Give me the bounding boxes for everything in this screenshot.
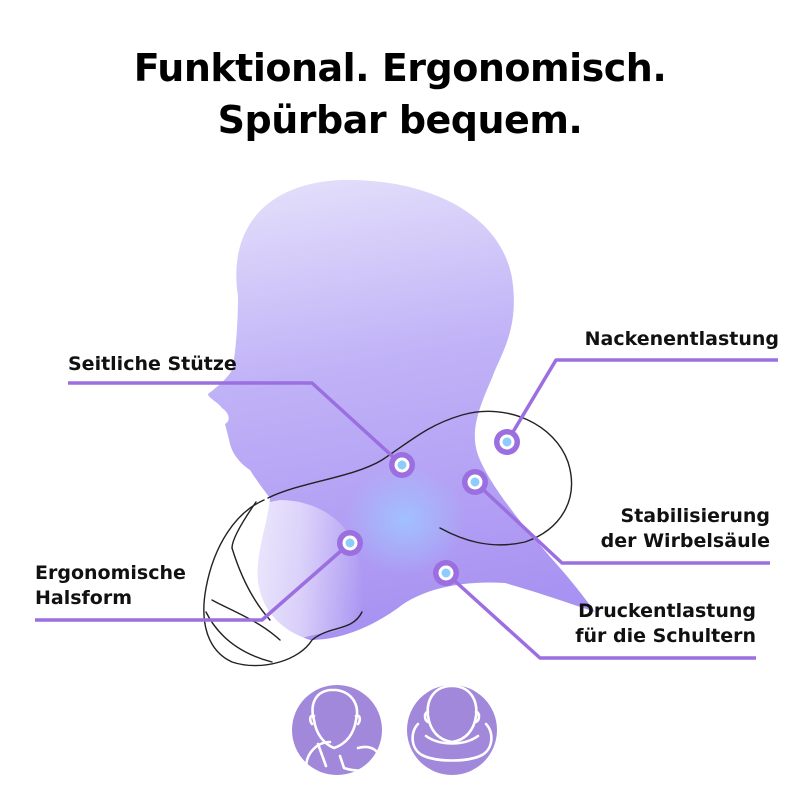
callout-nackenentlastung-line-1: Nackenentlastung — [584, 328, 779, 350]
marker-seitliche-stuetze — [389, 452, 415, 478]
connector-seitliche-stuetze — [68, 381, 404, 467]
callout-seitliche-stuetze: Seitliche Stütze — [68, 352, 237, 377]
callout-markers — [337, 429, 520, 586]
callout-stabilisierung-line-2: der Wirbelsäule — [600, 530, 770, 552]
callout-connectors — [35, 358, 778, 660]
callout-stabilisierung-line-1: Stabilisierung — [620, 505, 770, 527]
callout-ergonomische-halsform-line-1: Ergonomische — [35, 562, 186, 584]
callout-seitliche-stuetze-line-1: Seitliche Stütze — [68, 353, 237, 375]
callout-druckentlastung: Druckentlastung für die Schultern — [575, 599, 756, 649]
neck-glow — [345, 465, 465, 575]
headline: Funktional. Ergonomisch. Spürbar bequem. — [0, 42, 800, 146]
pillow-front-fill — [205, 500, 364, 658]
side-sleeping-head-icon — [292, 685, 382, 775]
callout-nackenentlastung: Nackenentlastung — [585, 327, 779, 352]
headline-line-1: Funktional. Ergonomisch. — [133, 46, 667, 90]
back-of-head-pillow-icon — [407, 684, 497, 775]
marker-druckentlastung — [433, 560, 459, 586]
callout-ergonomische-halsform: Ergonomische Halsform — [35, 561, 186, 611]
marker-ergonomische-halsform — [337, 530, 363, 556]
callout-druckentlastung-line-1: Druckentlastung — [578, 600, 756, 622]
callout-stabilisierung: Stabilisierung der Wirbelsäule — [601, 504, 770, 554]
connector-stabilisierung — [473, 480, 770, 565]
connector-druckentlastung — [444, 571, 756, 660]
marker-nackenentlastung — [494, 429, 520, 455]
connector-nackenentlastung — [505, 358, 778, 443]
connector-ergonomische-halsform — [35, 541, 352, 622]
callout-druckentlastung-line-2: für die Schultern — [575, 625, 756, 647]
headline-line-2: Spürbar bequem. — [217, 98, 583, 142]
callout-ergonomische-halsform-line-2: Halsform — [35, 587, 133, 609]
marker-stabilisierung — [462, 469, 488, 495]
